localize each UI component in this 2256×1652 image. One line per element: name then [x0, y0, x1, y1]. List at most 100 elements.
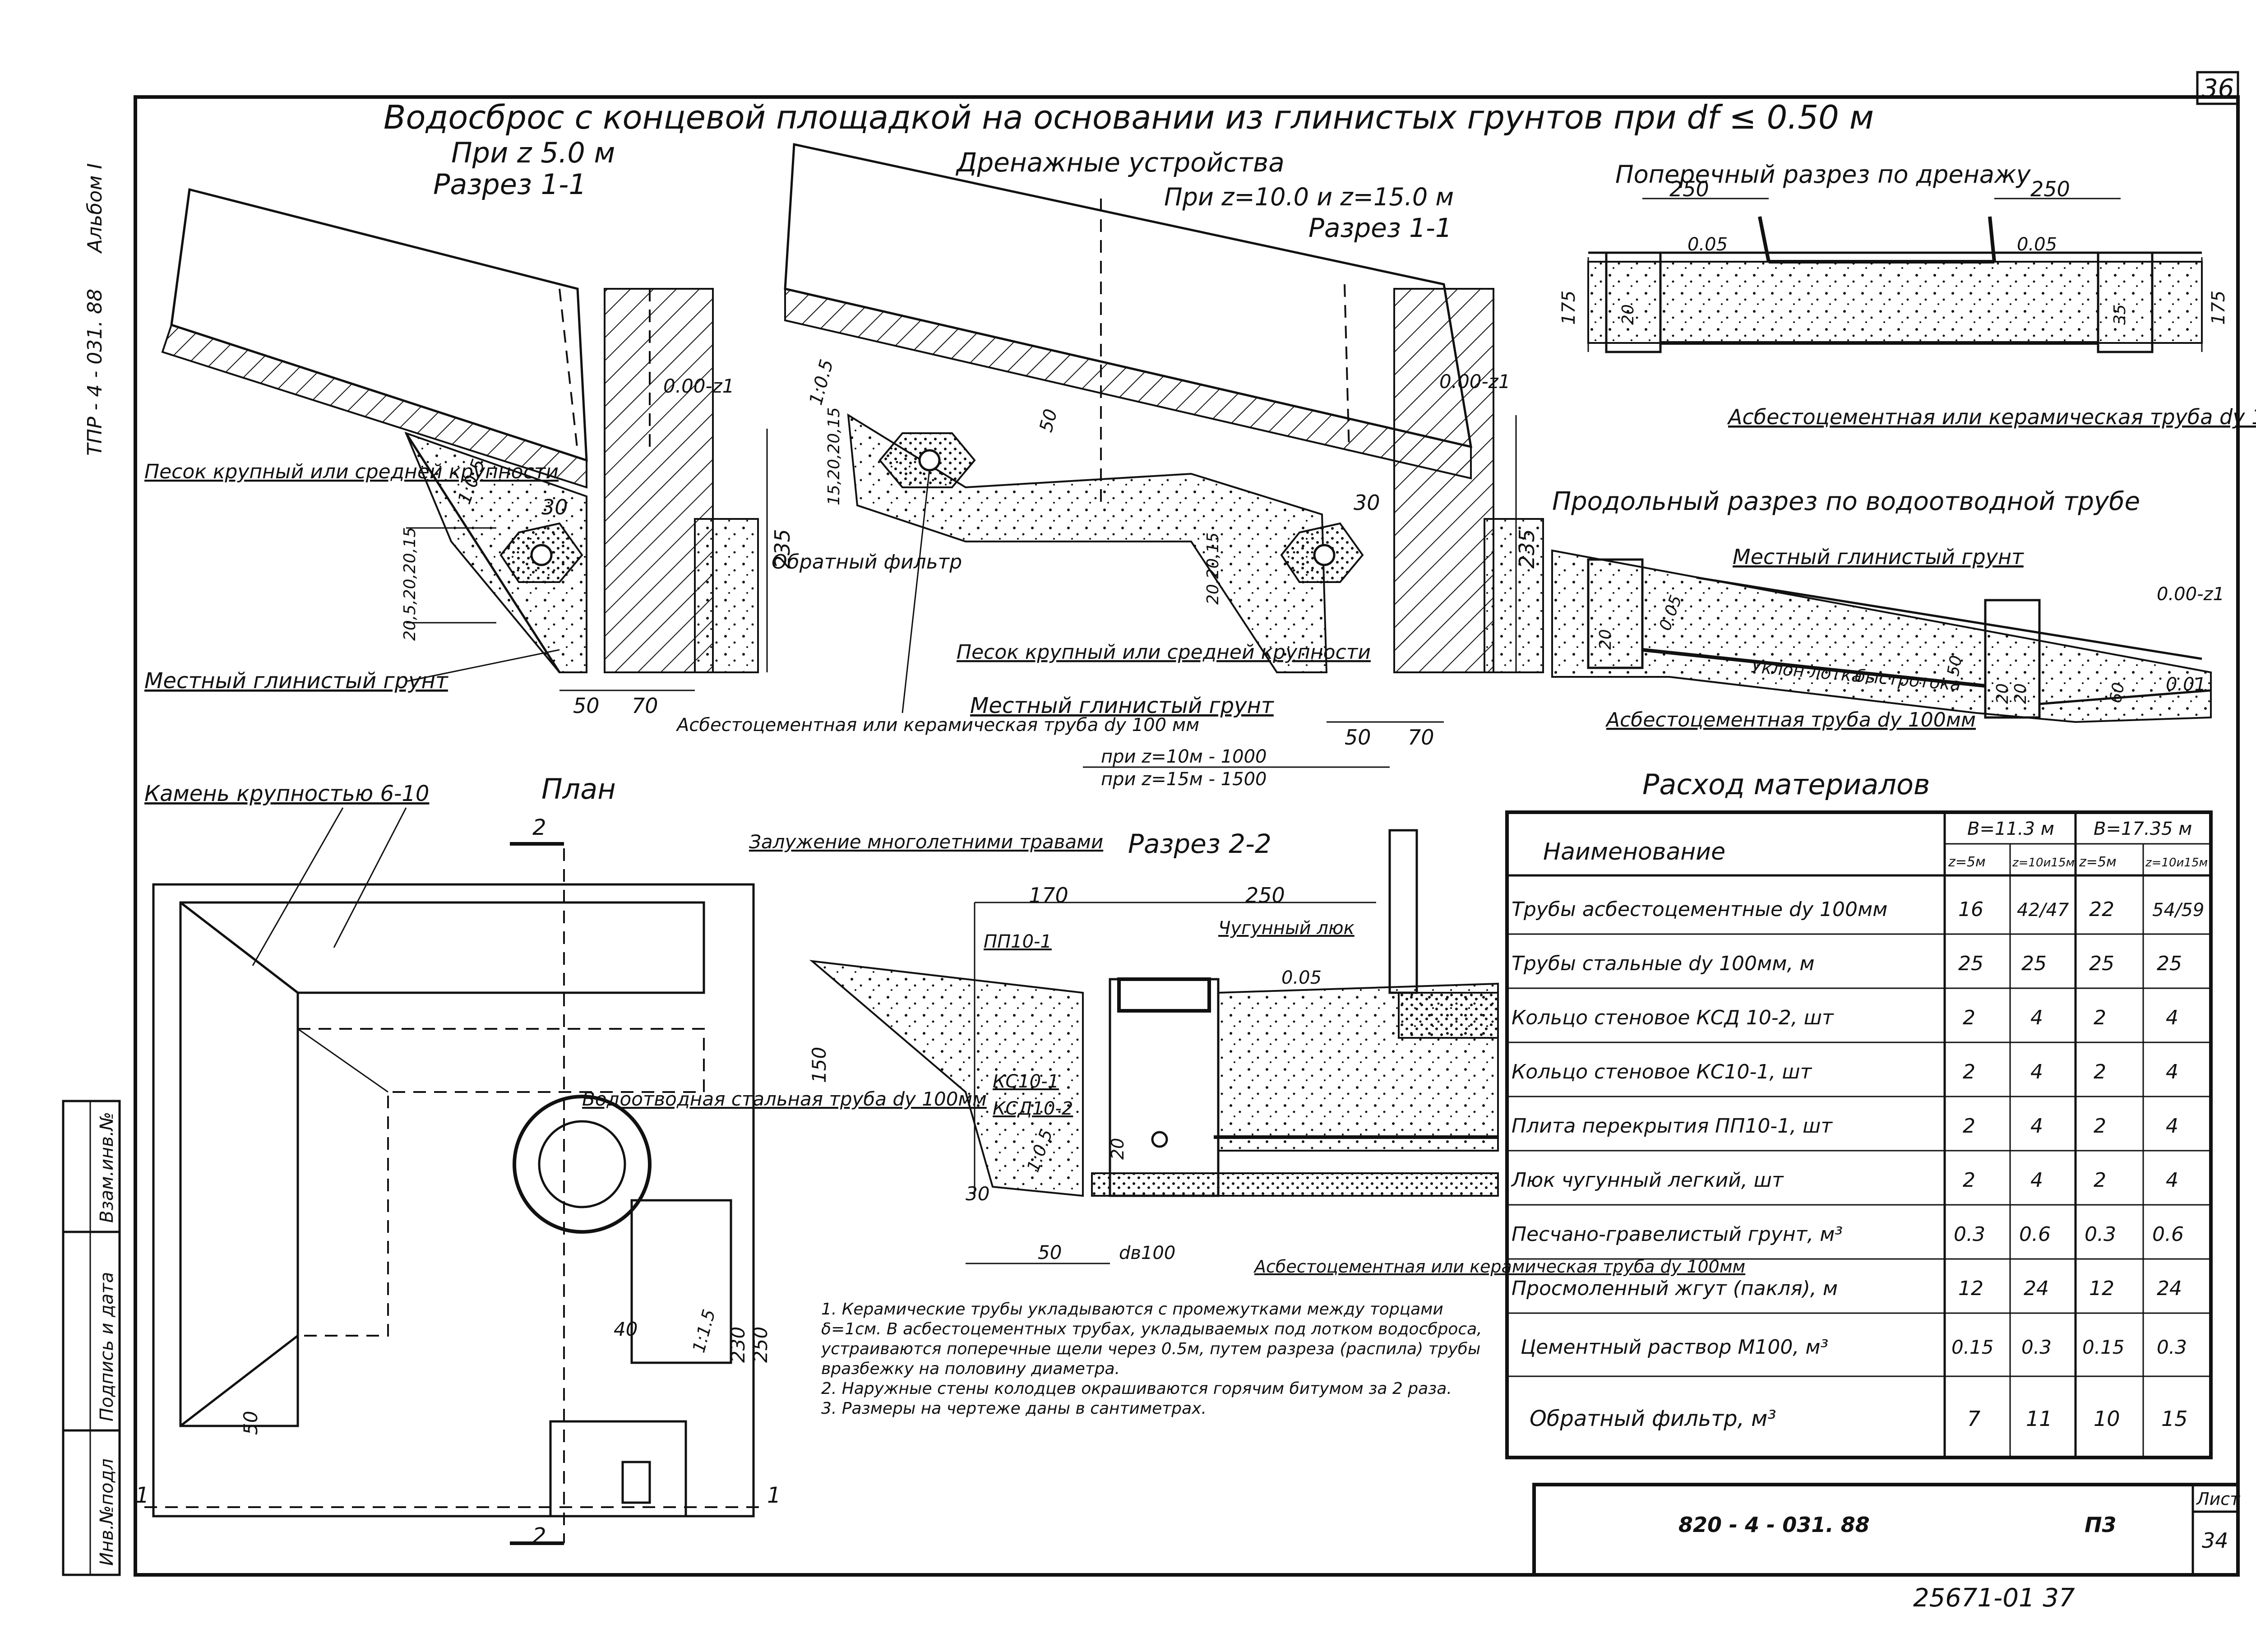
section-b-dim-235: 235 — [1515, 529, 1539, 569]
long-pipe-label: Асбестоцементная труба dу 100мм — [1605, 708, 1976, 731]
materials-subhead-1: z=5м — [1948, 854, 1986, 870]
row-value: 2 — [1963, 1006, 1975, 1029]
materials-group-1: B=11.3 м — [1967, 819, 2054, 839]
row-name: Трубы стальные dу 100мм, м — [1512, 952, 1815, 975]
footer-handwritten: 25671-01 37 — [1913, 1583, 2075, 1613]
cross-dim-175a: 175 — [1558, 291, 1579, 325]
section-22-dim-170: 170 — [1029, 883, 1068, 907]
long-dim-50: 50 — [1944, 654, 1965, 677]
plan-mark-2-top: 2 — [532, 815, 546, 840]
section-22-title: Разрез 2-2 — [1128, 828, 1271, 859]
row-value: 0.6 — [2152, 1223, 2184, 1246]
row-value: 2 — [2094, 1060, 2106, 1083]
row-value: 2 — [1963, 1169, 1975, 1192]
long-dim-20a: 20 — [1596, 629, 1615, 650]
row-value: 0.3 — [2085, 1223, 2116, 1246]
row-name: Кольцо стеновое КСД 10-2, шт — [1512, 1006, 1834, 1029]
row-value: 4 — [2030, 1115, 2043, 1138]
section-22-dn: dв100 — [1119, 1243, 1175, 1263]
title-block: 820 - 4 - 031. 88 П3 Лист 34 — [1532, 1483, 2241, 1577]
plan-dim-40: 40 — [614, 1318, 638, 1340]
note-2: 2. Наружные стены колодцев окрашиваются … — [821, 1379, 1452, 1398]
section-a-dim-50: 50 — [573, 694, 600, 718]
cross-dim-250b: 250 — [2030, 177, 2070, 201]
cross-dim-slope-b: 0.05 — [2017, 234, 2057, 255]
plan-stone-label: Камень крупностью 6-10 — [144, 781, 429, 806]
row-value: 12 — [2089, 1277, 2114, 1300]
stamp-sheet-label: Лист — [2196, 1489, 2241, 1509]
row-value: 10 — [2094, 1407, 2120, 1431]
row-value: 16 — [1958, 898, 1983, 921]
section-b-note-2: при z=15м - 1500 — [1101, 769, 1267, 790]
row-value: 4 — [2030, 1006, 2043, 1029]
cross-dim-175b: 175 — [2208, 291, 2229, 325]
row-value: 4 — [2166, 1006, 2178, 1029]
cross-pipe-label: Асбестоцементная или керамическая труба … — [1727, 405, 2256, 429]
section-b-dim-layers: 15,20,20,15 — [825, 407, 843, 505]
table-row: Трубы стальные dу 100мм, м 25 25 25 25 — [1512, 952, 2182, 975]
section-22-dim-150: 150 — [808, 1047, 830, 1083]
materials-table: Расход материалов Наименование B=11.3 м … — [1505, 768, 2213, 1459]
section-b-subtitle: При z=10.0 и z=15.0 м — [1164, 183, 1454, 211]
section-b-dim-50: 50 — [1345, 725, 1371, 750]
section-22-ring2: КСД10-2 — [993, 1098, 1073, 1119]
materials-subhead-3: z=5м — [2079, 854, 2117, 870]
stamp-sheet-no: 34 — [2202, 1528, 2228, 1553]
plan-dim-slope: 1:1.5 — [689, 1307, 719, 1355]
section-a-dim-235: 235 — [770, 529, 795, 569]
note-3: 3. Размеры на чертеже даны в сантиметрах… — [821, 1399, 1207, 1418]
corner-number: 36 — [2202, 74, 2234, 103]
section-22: Разрез 2-2 Залужение многолетними травам… — [749, 828, 1745, 1277]
album-label: Альбом I — [83, 163, 106, 254]
row-value: 4 — [2166, 1169, 2178, 1192]
row-value: 25 — [2089, 952, 2114, 975]
table-row: Люк чугунный легкий, шт 2 4 2 4 — [1511, 1169, 2178, 1192]
section-22-dim-20: 20 — [1108, 1138, 1128, 1160]
materials-head-name: Наименование — [1543, 838, 1725, 865]
row-value: 0.3 — [2021, 1336, 2052, 1358]
table-row: Трубы асбестоцементные dу 100мм 16 42/47… — [1512, 898, 2204, 921]
row-value: 11 — [2026, 1407, 2053, 1431]
sheet-frame — [134, 95, 2240, 1577]
section-b-dim-layers2: 20,20,15 — [1204, 532, 1222, 605]
long-slope: 0.01 — [2166, 674, 2206, 695]
plan-dim-250: 250 — [749, 1327, 772, 1363]
row-name: Люк чугунный легкий, шт — [1511, 1169, 1784, 1192]
table-row: Цементный раствор М100, м³ 0.15 0.3 0.15… — [1521, 1336, 2187, 1359]
section-b-dim-50b: 50 — [1036, 407, 1062, 435]
table-row: Кольцо стеновое КСД 10-2, шт 2 4 2 4 — [1512, 1006, 2178, 1029]
section-b-note-1: при z=10м - 1000 — [1101, 746, 1267, 767]
materials-subhead-2: z=10и15м — [2012, 856, 2075, 870]
row-value: 4 — [2030, 1169, 2043, 1192]
long-mark: 0.00-z1 — [2157, 584, 2224, 605]
row-name: Кольцо стеновое КС10-1, шт — [1512, 1060, 1812, 1083]
cross-section: Поперечный разрез по дренажу 250 250 175… — [1558, 160, 2256, 429]
row-value: 2 — [1963, 1115, 1975, 1138]
section-b-pipe-label: Асбестоцементная или керамическая труба … — [675, 715, 1199, 736]
section-a-sand-label: Песок крупный или средней крупности — [144, 460, 559, 483]
long-dim-20b: 20 — [1993, 683, 2012, 704]
section-b-dim-70: 70 — [1408, 725, 1434, 750]
row-value: 4 — [2166, 1115, 2178, 1138]
plan-dim-230: 230 — [727, 1327, 749, 1363]
plan-mark-1-right: 1 — [767, 1483, 781, 1508]
drawing-title: Водосброс с концевой площадкой на основа… — [384, 98, 1874, 136]
row-value: 7 — [1967, 1407, 1980, 1431]
side-code: ТПР - 4 - 031. 88 — [83, 289, 106, 456]
plan-title: План — [541, 773, 616, 805]
section-a-soil-label: Местный глинистый грунт — [144, 668, 449, 694]
table-row: Песчано-гравелистый грунт, м³ 0.3 0.6 0.… — [1512, 1223, 2184, 1246]
section-a-subtitle: Разрез 1-1 — [433, 168, 587, 201]
stamp-stage: П3 — [2085, 1513, 2117, 1537]
row-value: 0.3 — [2157, 1336, 2187, 1358]
row-value: 22 — [2089, 898, 2114, 921]
row-value: 4 — [2166, 1060, 2178, 1083]
row-name: Плита перекрытия ПП10-1, шт — [1512, 1115, 1833, 1138]
row-name: Просмоленный жгут (пакля), м — [1512, 1277, 1838, 1300]
section-b-dim-30: 30 — [1354, 491, 1380, 515]
stamp-cell-replace: Взам.инв.№ — [97, 1112, 117, 1223]
row-value: 2 — [2094, 1169, 2106, 1192]
stamp-code: 820 - 4 - 031. 88 — [1678, 1513, 1870, 1537]
row-value: 2 — [2094, 1006, 2106, 1029]
row-value: 2 — [1963, 1060, 1975, 1083]
